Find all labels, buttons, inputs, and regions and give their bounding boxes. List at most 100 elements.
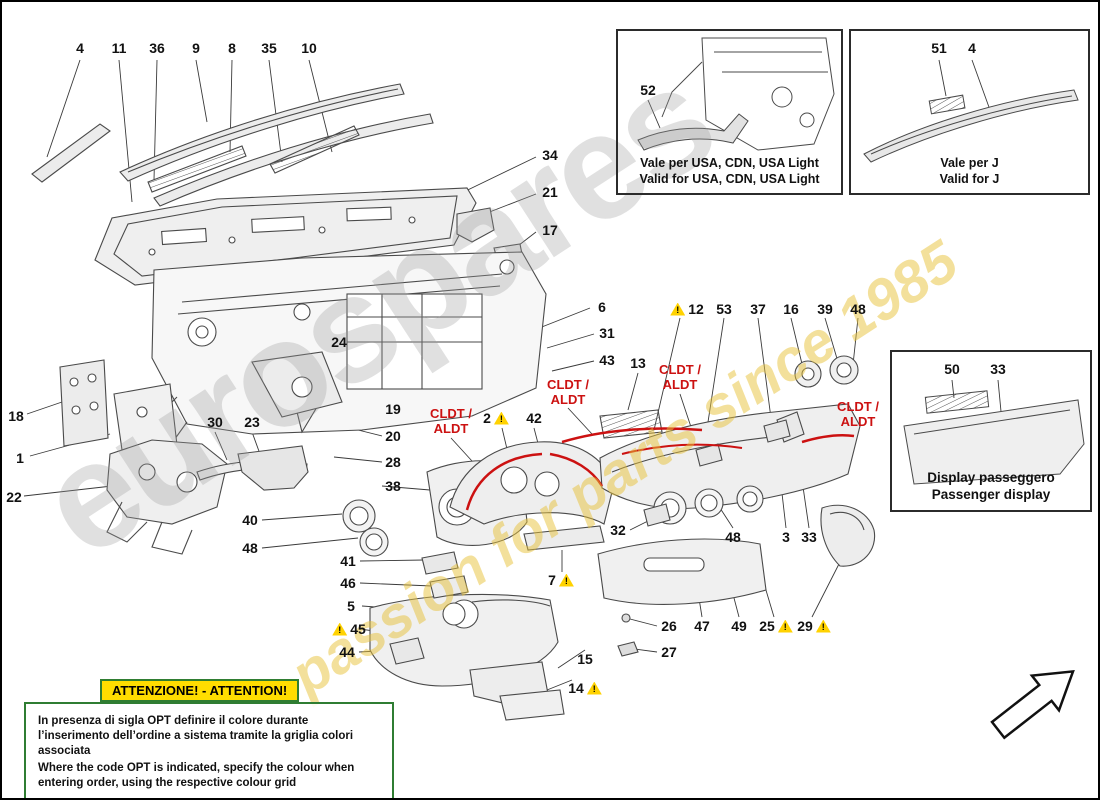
- passenger-display-box: Display passeggero Passenger display: [890, 350, 1092, 512]
- inset-usa-caption-en: Valid for USA, CDN, USA Light: [639, 171, 820, 186]
- callout-5: 5: [347, 598, 355, 614]
- callout-number: 21: [542, 184, 558, 200]
- callout-14: 14!: [568, 680, 602, 696]
- callout-50: 50: [944, 361, 960, 377]
- callout-13: 13: [630, 355, 646, 371]
- inset-japan-drawing: [863, 89, 1079, 163]
- callout-22: 22: [6, 489, 22, 505]
- callout-15: 15: [577, 651, 593, 667]
- callout-number: 7: [548, 572, 556, 588]
- callout-29: 29!: [797, 618, 831, 634]
- callout-number: 22: [6, 489, 22, 505]
- callout-number: 37: [750, 301, 766, 317]
- callout-9: 9: [192, 40, 200, 56]
- callout-number: 43: [599, 352, 615, 368]
- callout-7: 7!: [548, 572, 574, 588]
- callout-35: 35: [261, 40, 277, 56]
- callout-30: 30: [207, 414, 223, 430]
- inset-japan-caption-it: Vale per J: [940, 155, 999, 170]
- callout-number: 10: [301, 40, 317, 56]
- callout-number: 32: [610, 522, 626, 538]
- inset-usa-caption-it: Vale per USA, CDN, USA Light: [640, 155, 819, 170]
- callout-4: 4: [76, 40, 84, 56]
- callout-41: 41: [340, 553, 356, 569]
- inset-japan-box: Vale per J Valid for J: [849, 29, 1090, 195]
- attention-body: In presenza di sigla OPT definire il col…: [24, 702, 394, 798]
- callout-number: 50: [944, 361, 960, 377]
- callout-number: 25: [759, 618, 775, 634]
- callout-49: 49: [731, 618, 747, 634]
- callout-27: 27: [661, 644, 677, 660]
- callout-33: 33: [801, 529, 817, 545]
- callout-number: 47: [694, 618, 710, 634]
- callout-45: !45: [332, 621, 366, 637]
- callout-number: 2: [483, 410, 491, 426]
- callout-number: 9: [192, 40, 200, 56]
- callout-number: 23: [244, 414, 260, 430]
- callout-number: 35: [261, 40, 277, 56]
- callout-10: 10: [301, 40, 317, 56]
- callout-40: 40: [242, 512, 258, 528]
- callout-number: 40: [242, 512, 258, 528]
- callout-3: 3: [782, 529, 790, 545]
- callout-number: 51: [931, 40, 947, 56]
- callout-number: 17: [542, 222, 558, 238]
- callout-number: 33: [990, 361, 1006, 377]
- cldt-aldt-label: CLDT /ALDT: [547, 377, 589, 407]
- callout-26: 26: [661, 618, 677, 634]
- callout-25: 25!: [759, 618, 793, 634]
- callout-19: 19: [385, 401, 401, 417]
- callout-36: 36: [149, 40, 165, 56]
- callout-number: 5: [347, 598, 355, 614]
- callout-12: !12: [670, 301, 704, 317]
- callout-6: 6: [598, 299, 606, 315]
- callout-1: 1: [16, 450, 24, 466]
- callout-number: 49: [731, 618, 747, 634]
- callout-number: 4: [968, 40, 976, 56]
- callout-number: 19: [385, 401, 401, 417]
- inset-usa-caption: Vale per USA, CDN, USA Light Valid for U…: [639, 155, 819, 188]
- callout-number: 4: [76, 40, 84, 56]
- callout-number: 44: [339, 644, 355, 660]
- inset-usa-box: Vale per USA, CDN, USA Light Valid for U…: [616, 29, 843, 195]
- dashboard-linework: [31, 83, 876, 721]
- inset-japan-caption-en: Valid for J: [939, 171, 1000, 186]
- callout-31: 31: [599, 325, 615, 341]
- callout-47: 47: [694, 618, 710, 634]
- callout-number: 3: [782, 529, 790, 545]
- callout-23: 23: [244, 414, 260, 430]
- callout-number: 28: [385, 454, 401, 470]
- direction-arrow-icon: [990, 669, 1075, 740]
- callout-24: 24: [331, 334, 347, 350]
- callout-28: 28: [385, 454, 401, 470]
- callout-32: 32: [610, 522, 626, 538]
- callout-34: 34: [542, 147, 558, 163]
- callout-number: 48: [242, 540, 258, 556]
- callout-43: 43: [599, 352, 615, 368]
- callout-number: 8: [228, 40, 236, 56]
- callout-number: 24: [331, 334, 347, 350]
- callout-11: 11: [112, 40, 127, 56]
- callout-39: 39: [817, 301, 833, 317]
- inset-display-drawing: [903, 390, 1085, 485]
- callout-number: 34: [542, 147, 558, 163]
- callout-48: 48: [242, 540, 258, 556]
- callout-number: 39: [817, 301, 833, 317]
- callout-44: 44: [339, 644, 355, 660]
- callout-number: 20: [385, 428, 401, 444]
- cldt-highlight-curves: [465, 427, 855, 511]
- callout-38: 38: [385, 478, 401, 494]
- callout-16: 16: [783, 301, 799, 317]
- callout-number: 13: [630, 355, 646, 371]
- callout-number: 42: [526, 410, 542, 426]
- callout-51: 51: [931, 40, 947, 56]
- callout-number: 11: [111, 40, 127, 56]
- callout-53: 53: [716, 301, 732, 317]
- callout-number: 27: [661, 644, 677, 660]
- callout-number: 16: [783, 301, 799, 317]
- callout-number: 41: [340, 553, 356, 569]
- attention-note: ATTENZIONE! - ATTENTION! In presenza di …: [24, 679, 394, 798]
